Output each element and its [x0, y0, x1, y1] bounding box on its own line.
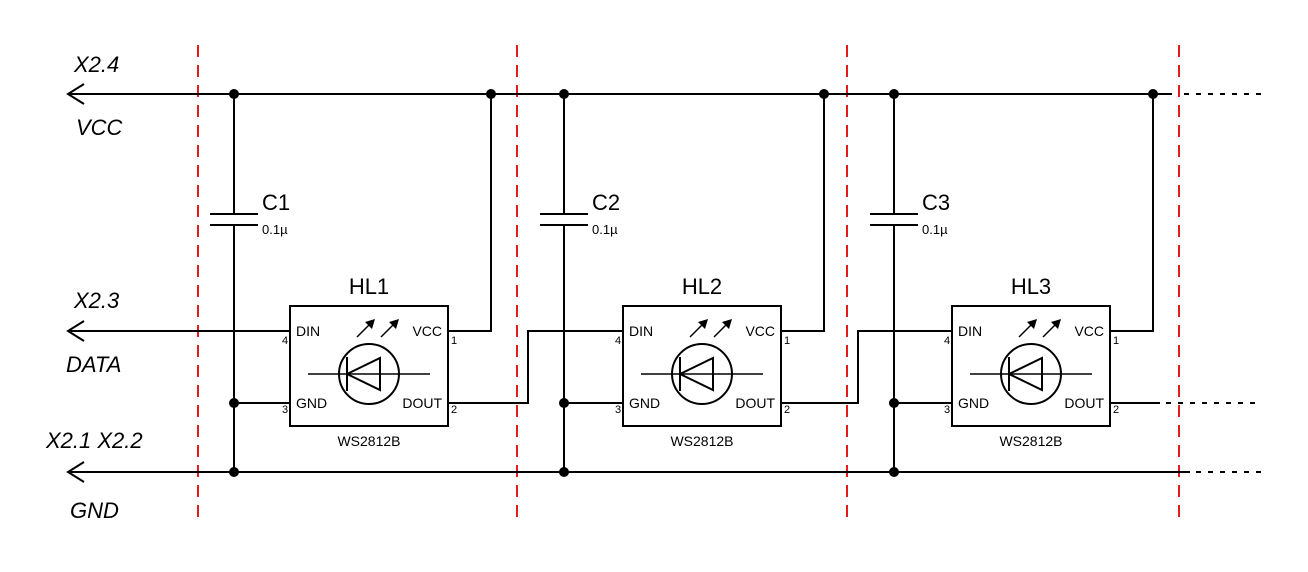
- data-net-label: DATA: [66, 352, 121, 377]
- junction-dot: [559, 467, 569, 477]
- capacitor-value: 0.1µ: [922, 222, 948, 237]
- vcc-connector-label: X2.4: [73, 52, 119, 77]
- pin-dout-label: DOUT: [1064, 395, 1104, 411]
- pin-din-label: DIN: [958, 323, 982, 339]
- led-part-number: WS2812B: [670, 433, 733, 449]
- pin-vcc-label: VCC: [412, 323, 442, 339]
- pin-dout-number: 2: [784, 404, 790, 416]
- vcc-pin-wire: [448, 94, 492, 332]
- led-ref: HL2: [682, 274, 722, 299]
- pin-dout-label: DOUT: [735, 395, 775, 411]
- pin-dout-number: 2: [451, 404, 457, 416]
- pin-dout-label: DOUT: [402, 395, 442, 411]
- pin-din-label: DIN: [296, 323, 320, 339]
- data-connector-label: X2.3: [73, 288, 120, 313]
- light-arrow-icon: [356, 319, 375, 338]
- dout-to-din-wire: [448, 330, 623, 404]
- led-package: [622, 305, 782, 427]
- vcc-pin-wire: [1110, 94, 1154, 332]
- section-dividers: [197, 45, 1180, 525]
- junction-dot: [889, 398, 899, 408]
- pin-vcc-number: 1: [784, 335, 790, 347]
- diode-triangle-icon: [677, 356, 714, 392]
- diode-triangle-icon: [344, 356, 381, 392]
- pin-vcc-number: 1: [451, 335, 457, 347]
- junction-dot: [559, 89, 569, 99]
- light-arrow-icon: [713, 319, 732, 338]
- led-part-number: WS2812B: [999, 433, 1062, 449]
- gnd-connector-label: X2.1 X2.2: [45, 428, 143, 453]
- junction-dot: [229, 398, 239, 408]
- pin-din-number: 4: [282, 335, 288, 347]
- capacitor-value: 0.1µ: [262, 222, 288, 237]
- junction-dot: [889, 467, 899, 477]
- led-ref: HL3: [1011, 274, 1051, 299]
- led-ref: HL1: [349, 274, 389, 299]
- junction-dot: [229, 467, 239, 477]
- capacitor-ref: C3: [922, 190, 950, 215]
- pin-din-number: 4: [615, 335, 621, 347]
- led-package: [951, 305, 1111, 427]
- capacitor-ref: C2: [592, 190, 620, 215]
- diode-triangle-icon: [1006, 356, 1043, 392]
- light-arrow-icon: [689, 319, 708, 338]
- pin-din-label: DIN: [629, 323, 653, 339]
- vcc-net-label: VCC: [76, 115, 123, 140]
- led-package: [289, 305, 449, 427]
- junction-dot: [229, 89, 239, 99]
- led-part-number: WS2812B: [337, 433, 400, 449]
- dout-to-din-wire: [781, 330, 952, 404]
- light-arrow-icon: [380, 319, 399, 338]
- pin-gnd-number: 3: [282, 404, 288, 416]
- pin-vcc-label: VCC: [1074, 323, 1104, 339]
- vcc-pin-wire: [781, 94, 825, 332]
- junction-dot: [1148, 89, 1158, 99]
- bus-wires: [68, 93, 1262, 473]
- junction-dot: [559, 398, 569, 408]
- net-labels: X2.4 VCC X2.3 DATA X2.1 X2.2 GND: [45, 52, 143, 523]
- pin-gnd-label: GND: [958, 395, 989, 411]
- pin-gnd-number: 3: [944, 404, 950, 416]
- pin-vcc-number: 1: [1113, 335, 1119, 347]
- light-arrow-icon: [1042, 319, 1061, 338]
- junction-dot: [819, 89, 829, 99]
- junction-dot: [486, 89, 496, 99]
- capacitor-ref: C1: [262, 190, 290, 215]
- pin-gnd-label: GND: [629, 395, 660, 411]
- pin-dout-number: 2: [1113, 404, 1119, 416]
- pin-gnd-number: 3: [615, 404, 621, 416]
- pin-gnd-label: GND: [296, 395, 327, 411]
- gnd-net-label: GND: [70, 498, 119, 523]
- capacitor-value: 0.1µ: [592, 222, 618, 237]
- pin-din-number: 4: [944, 335, 950, 347]
- light-arrow-icon: [1018, 319, 1037, 338]
- junction-dot: [889, 89, 899, 99]
- pin-vcc-label: VCC: [745, 323, 775, 339]
